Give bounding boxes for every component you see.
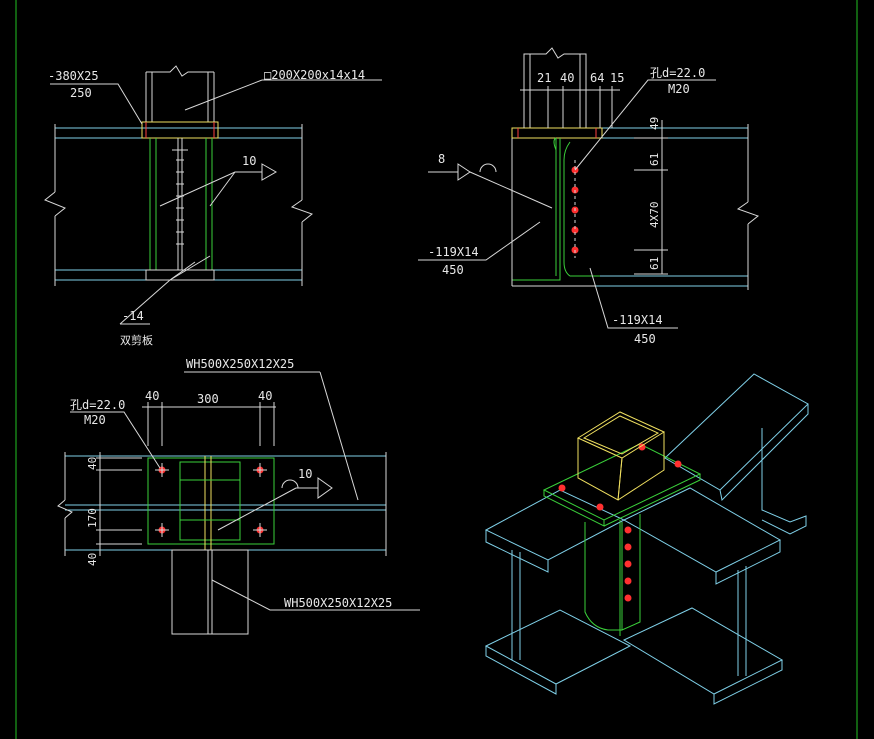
v1-plate-top-label: -380X25 (48, 69, 99, 83)
v3-column-label: WH500X250X12X25 (284, 596, 392, 610)
v1-plate-bottom-label: 250 (70, 86, 92, 100)
v2-dim-64: 64 (590, 71, 604, 85)
v2-plate-left-top: -119X14 (428, 245, 479, 259)
v1-column-label: □200X200x14x14 (264, 68, 365, 82)
v2-dim-61b: 61 (648, 257, 661, 270)
v2-plate-right-top: -119X14 (612, 313, 663, 327)
v2-dim-61a: 61 (648, 153, 661, 166)
view2-section: 21 40 64 15 孔d=22.0 M20 49 61 4X70 61 8 … (418, 47, 760, 346)
v2-bolt-label: M20 (668, 82, 690, 96)
v2-plate-right-bottom: 450 (634, 332, 656, 346)
v2-dim-21: 21 (537, 71, 551, 85)
v3-beam-label: WH500X250X12X25 (186, 357, 294, 371)
v2-dim-49: 49 (648, 117, 661, 130)
v3-bolt-label: M20 (84, 413, 106, 427)
v2-dim-15: 15 (610, 71, 624, 85)
v4-web-bolts (624, 526, 632, 602)
view4-isometric (484, 373, 809, 705)
v3-dim-170: 170 (86, 508, 99, 528)
v2-plate-left-bottom: 450 (442, 263, 464, 277)
view1-elevation: -380X25 250 □200X200x14x14 10 -14 双剪板 (44, 65, 382, 347)
v2-weld-size: 8 (438, 152, 445, 166)
v3-dim-40-left-top: 40 (86, 457, 99, 470)
v2-bolt-column (571, 160, 579, 258)
v1-stiffener-label: -14 (122, 309, 144, 323)
v3-weld-size: 10 (298, 467, 312, 481)
v2-dim-40: 40 (560, 71, 574, 85)
v2-hole-label: 孔d=22.0 (650, 66, 705, 80)
v1-weld-size: 10 (242, 154, 256, 168)
v3-dim-300: 300 (197, 392, 219, 406)
v1-stiffener-sub: 双剪板 (120, 333, 153, 347)
v3-dim-40a: 40 (145, 389, 159, 403)
v3-bolts (155, 463, 267, 537)
v3-dim-40-left-bottom: 40 (86, 553, 99, 566)
v3-hole-label: 孔d=22.0 (70, 398, 125, 412)
v2-dim-4x70: 4X70 (648, 202, 661, 229)
view3-plan: 40 300 40 40 170 40 WH500X250X12X25 孔d=2… (57, 357, 420, 635)
v3-dim-40b: 40 (258, 389, 272, 403)
